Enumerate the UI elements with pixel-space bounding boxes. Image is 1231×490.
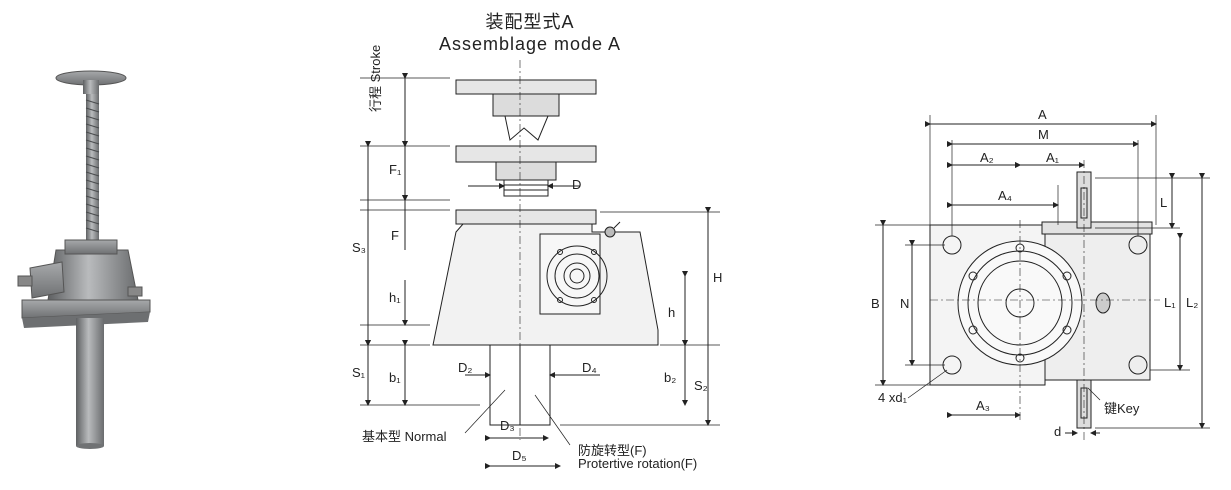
dim-D5: D₅: [512, 448, 527, 463]
dim-L2: L₂: [1186, 295, 1199, 310]
dim-S3: S₃: [352, 240, 366, 255]
dim-A: A: [1038, 107, 1047, 122]
dim-L1: L₁: [1164, 295, 1176, 310]
dim-S1: S₁: [352, 365, 366, 380]
dim-S2: S₂: [694, 378, 708, 393]
dim-A3: A₃: [976, 398, 990, 413]
dim-L: L: [1160, 195, 1168, 210]
dim-F1: F₁: [389, 162, 402, 177]
dim-h1: h₁: [389, 290, 401, 305]
dim-D4: D₄: [582, 360, 597, 375]
normal-type-label: 基本型 Normal: [362, 429, 447, 444]
dim-b1: b₁: [389, 370, 401, 385]
title-english: Assemblage mode A: [438, 34, 622, 54]
dim-M: M: [1038, 127, 1049, 142]
dim-N: N: [900, 296, 910, 311]
dim-A4: A₄: [998, 188, 1012, 203]
title-chinese: 装配型式A: [485, 12, 575, 32]
mounting-holes-label: 4 xd₁: [878, 390, 907, 405]
stroke-label: 行程 Stroke: [365, 45, 384, 112]
dim-D: D: [572, 177, 582, 192]
dim-A1: A₁: [1046, 150, 1060, 165]
protective-rotation-label-cn: 防旋转型(F): [578, 443, 647, 458]
dim-D2: D₂: [458, 360, 473, 375]
screw-jack-photo: [17, 70, 151, 449]
front-view-drawing: [360, 60, 720, 469]
dim-H: H: [713, 270, 723, 285]
dim-B: B: [871, 296, 880, 311]
dim-D3: D₃: [500, 418, 515, 433]
dim-d: d: [1054, 424, 1062, 439]
dim-F: F: [391, 228, 399, 243]
dim-b2: b₂: [664, 370, 677, 385]
dim-A2: A₂: [980, 150, 994, 165]
dim-h: h: [668, 305, 676, 320]
protective-rotation-label-en: Protertive rotation(F): [578, 456, 698, 471]
stroke-label-cn: 行程: [368, 85, 383, 112]
top-view-drawing: [875, 115, 1210, 440]
stroke-label-en: Stroke: [368, 44, 383, 83]
key-label: 键Key: [1104, 401, 1140, 416]
